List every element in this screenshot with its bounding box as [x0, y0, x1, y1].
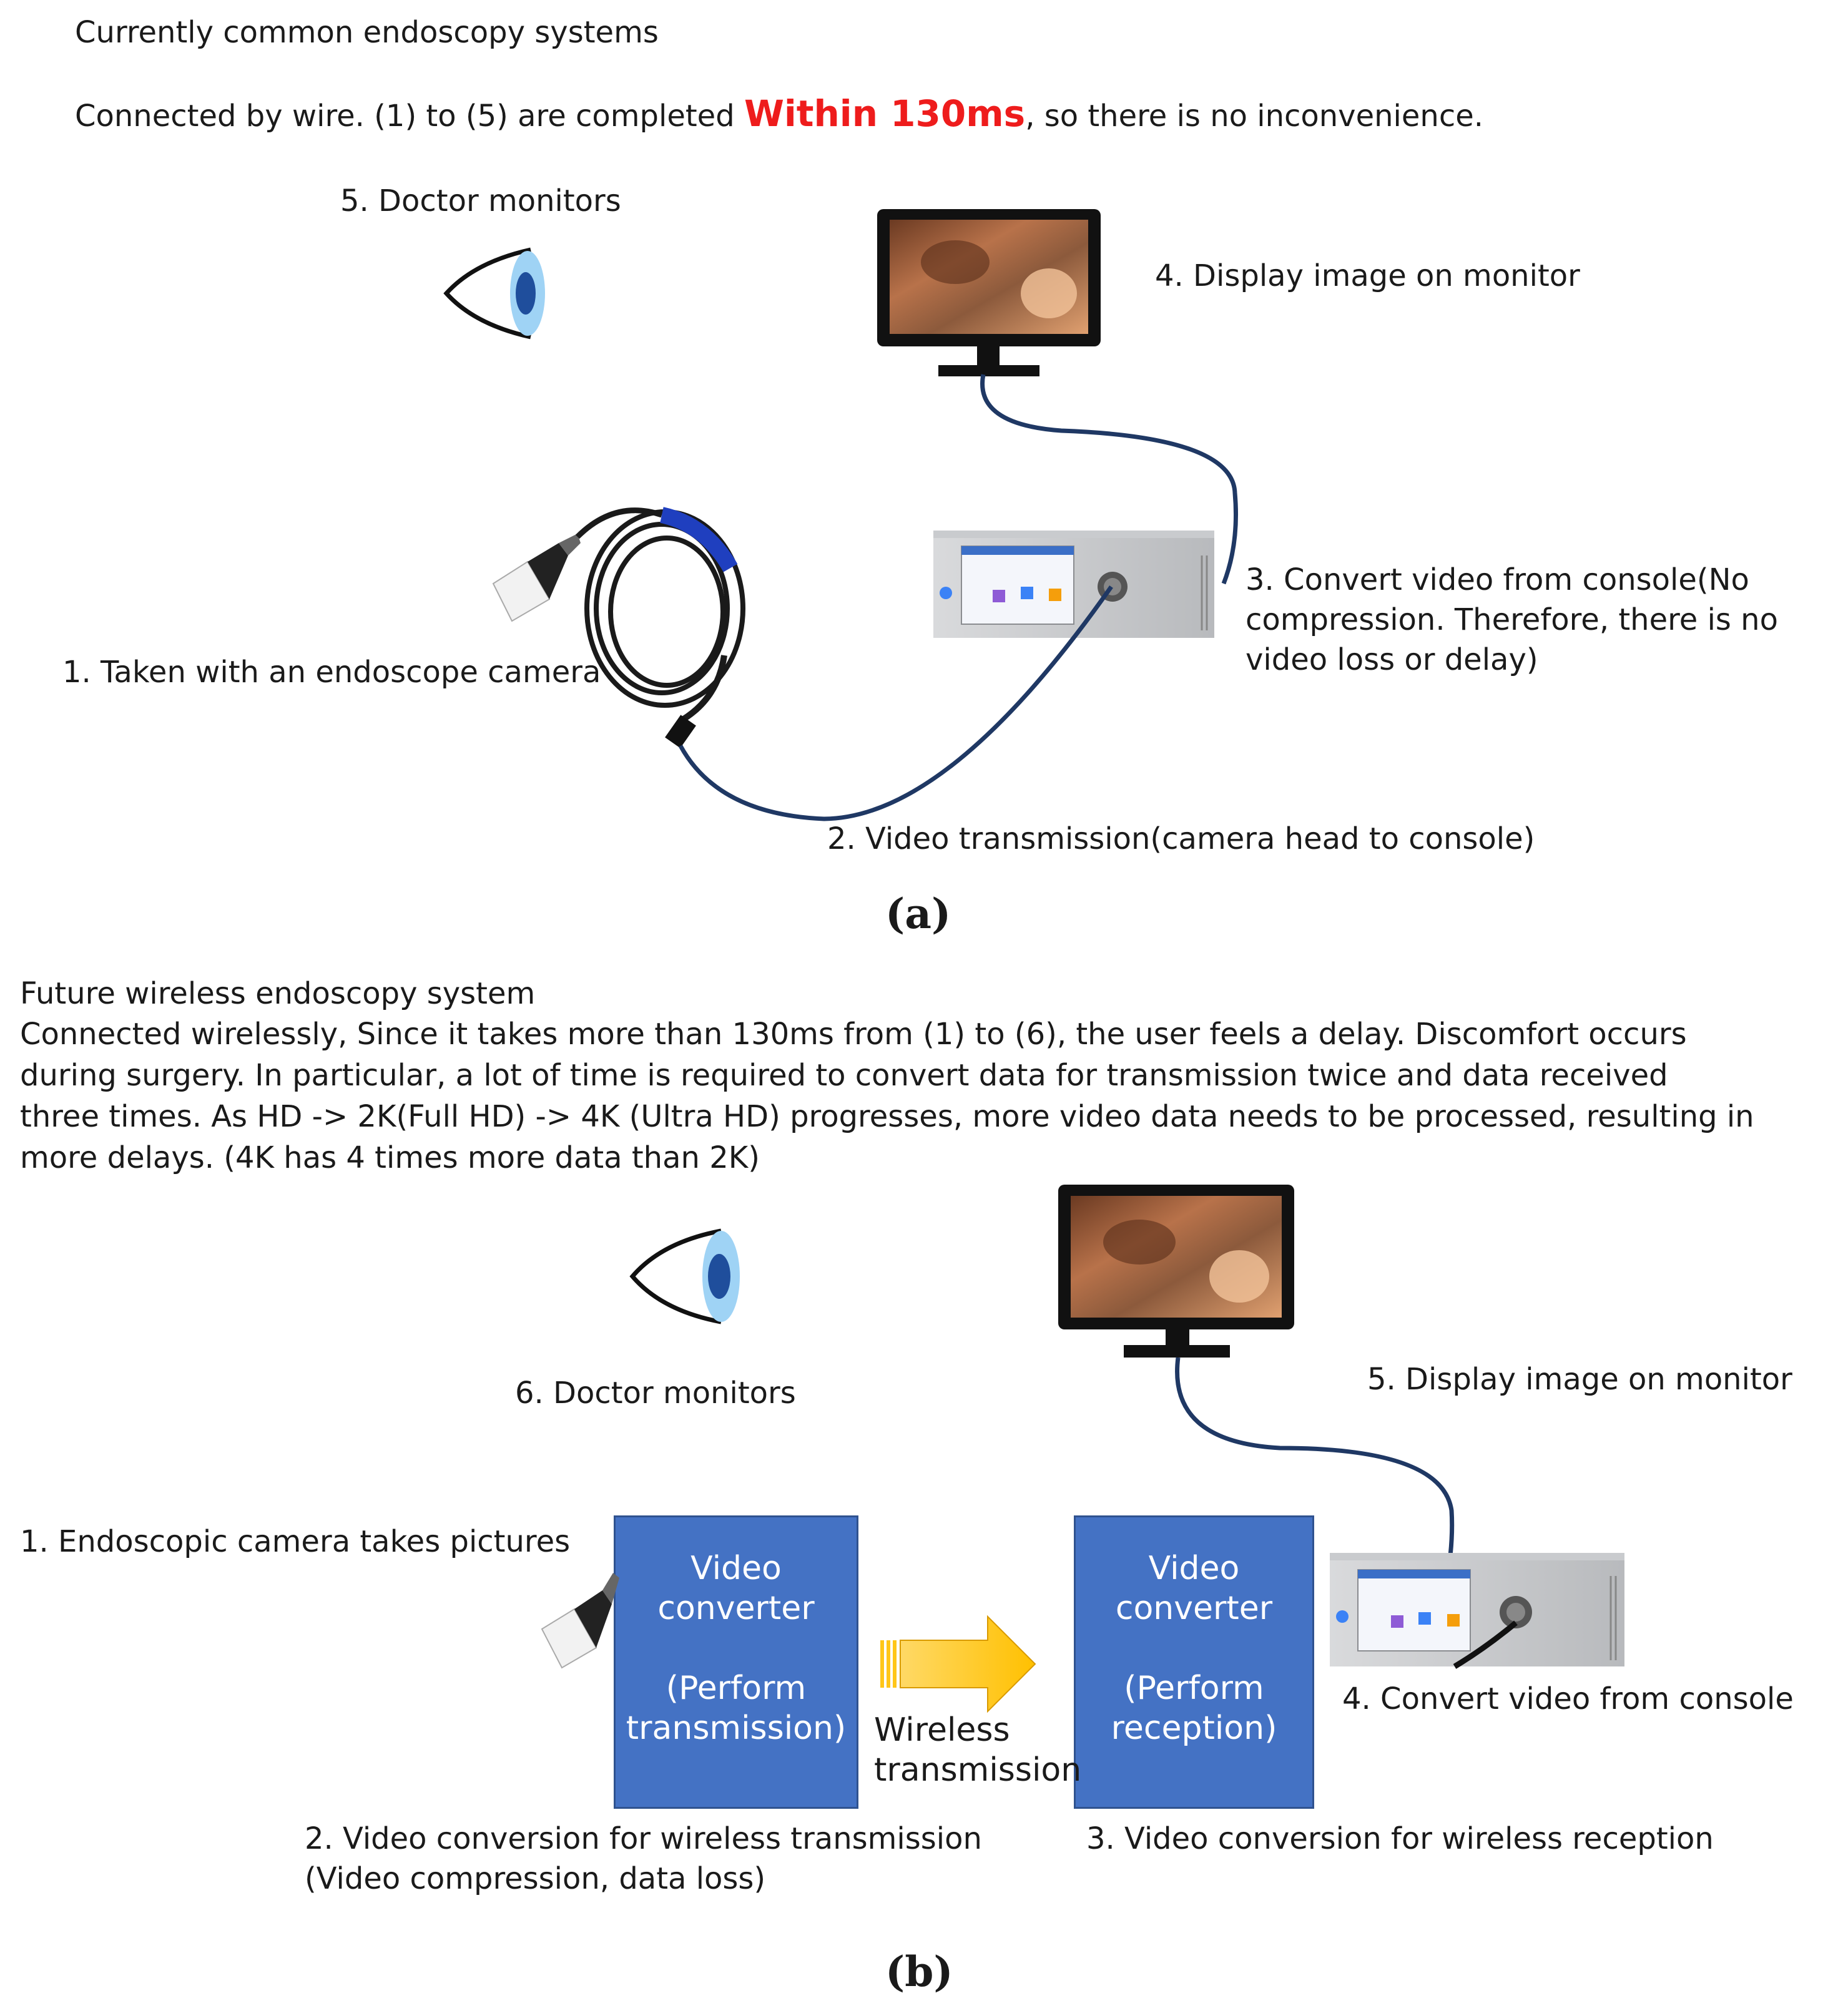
- converter-rx-line3: (Perform: [1124, 1670, 1264, 1707]
- step-6-doctor-monitors: 6. Doctor monitors: [515, 1376, 796, 1411]
- wireless-label-line1: Wireless: [874, 1711, 1010, 1749]
- step-1-taken-with-camera: 1. Taken with an endoscope camera: [62, 655, 601, 690]
- eye-icon: [443, 247, 545, 340]
- wireless-label-line2: transmission: [874, 1751, 1082, 1789]
- converter-tx-line4: transmission): [626, 1710, 847, 1747]
- video-converter-transmission: Video converter (Perform transmission): [614, 1515, 858, 1809]
- converter-rx-line1: Video: [1148, 1550, 1240, 1587]
- intro-text-before: Connected by wire. (1) to (5) are comple…: [75, 99, 744, 134]
- step-4-display-image: 4. Display image on monitor: [1155, 258, 1580, 293]
- intro-text-after: , so there is no inconvenience.: [1025, 99, 1484, 134]
- panel-a-label: (a): [885, 889, 951, 938]
- converter-rx-line2: converter: [1115, 1590, 1273, 1627]
- cable-coil-icon: [575, 507, 745, 724]
- step-2-line1: 2. Video conversion for wireless transmi…: [305, 1821, 982, 1856]
- eye-icon: [629, 1228, 740, 1324]
- latency-highlight: Within 130ms: [744, 92, 1026, 135]
- monitor-icon: [1058, 1185, 1294, 1358]
- console-icon: [933, 531, 1214, 638]
- monitor-console-cable: [980, 374, 1239, 585]
- panel-a-title: Currently common endoscopy systems: [75, 15, 659, 50]
- converter-rx-line4: reception): [1111, 1710, 1277, 1747]
- endoscope-camera-icon: [492, 534, 581, 622]
- step-2-line2: (Video compression, data loss): [305, 1861, 766, 1896]
- step-4-convert-video: 4. Convert video from console: [1342, 1681, 1794, 1716]
- panel-b-label: (b): [885, 1947, 953, 1996]
- endoscope-camera-icon: [541, 1573, 619, 1669]
- panel-a-intro: Connected by wire. (1) to (5) are comple…: [75, 94, 1483, 136]
- step-3-conversion-reception: 3. Video conversion for wireless recepti…: [1086, 1821, 1714, 1856]
- step-5-display-image: 5. Display image on monitor: [1367, 1362, 1792, 1397]
- camera-console-cable: [678, 585, 1113, 821]
- step-1-camera-takes-pictures: 1. Endoscopic camera takes pictures: [20, 1524, 571, 1559]
- wireless-arrow-icon: [880, 1615, 1036, 1713]
- monitor-icon: [877, 209, 1101, 376]
- step-5-doctor-monitors: 5. Doctor monitors: [340, 183, 621, 218]
- console-icon: [1330, 1553, 1624, 1669]
- converter-tx-line2: converter: [657, 1590, 815, 1627]
- video-converter-reception: Video converter (Perform reception): [1074, 1515, 1314, 1809]
- step-2-video-transmission: 2. Video transmission(camera head to con…: [827, 821, 1535, 856]
- converter-tx-line3: (Perform: [666, 1670, 807, 1707]
- cable-connector: [665, 715, 696, 748]
- panel-b-description: Connected wirelessly, Since it takes mor…: [20, 1017, 1754, 1175]
- panel-b-title: Future wireless endoscopy system: [20, 976, 536, 1011]
- converter-tx-line1: Video: [690, 1550, 782, 1587]
- step-3-convert-video: 3. Convert video from console(No compres…: [1246, 562, 1778, 677]
